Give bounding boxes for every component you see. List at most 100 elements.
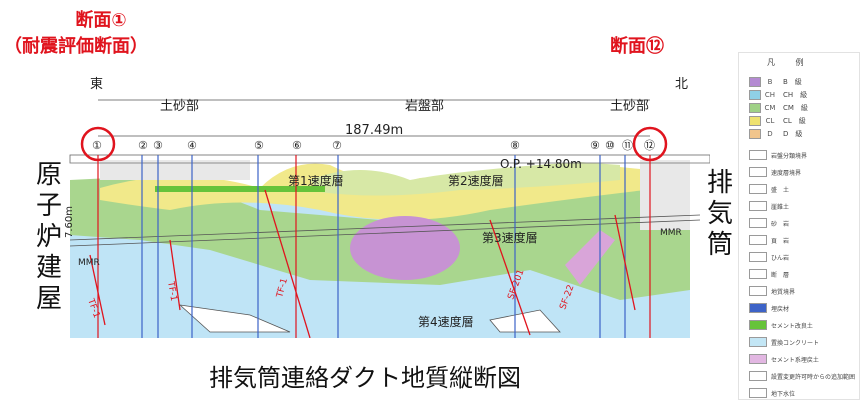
- legend-item-label: 崖錐土: [771, 203, 790, 211]
- legend-swatch: [749, 167, 767, 177]
- mmr-left: MMR: [78, 258, 100, 268]
- op-level: O.P. +14.80m: [500, 157, 582, 171]
- legend-grade-row: CH CH 級: [749, 88, 807, 102]
- legend-item-row: セメント系埋戻土: [749, 352, 819, 366]
- legend-item-row: 置換コンクリート: [749, 335, 819, 349]
- section-12-circle: [632, 126, 668, 162]
- legend-item-row: 崖錐土: [749, 199, 789, 213]
- legend-grade-row: CL CL 級: [749, 114, 806, 128]
- legend-swatch: [749, 252, 767, 262]
- legend-grade-label: D 級: [783, 130, 803, 138]
- layer-1-label: 第1速度層: [288, 173, 344, 188]
- reactor-char-3: 炉: [35, 222, 62, 252]
- legend-title-char-1: 凡: [767, 58, 775, 67]
- legend-item-row: セメント改良土: [749, 318, 813, 332]
- legend-item-label: 速度層境界: [771, 169, 802, 177]
- marker-10: ⑩: [605, 139, 615, 152]
- side-height: 7.60m: [64, 206, 75, 238]
- legend-item-row: 岩盤分類境界: [749, 148, 807, 162]
- seismic-section-callout: （耐震評価断面）: [4, 36, 148, 57]
- stack-label: 排 気 筒: [705, 168, 735, 261]
- legend-grade-label: CL 級: [783, 117, 806, 125]
- marker-4: ④: [187, 139, 197, 152]
- section-1-callout: 断面①: [75, 10, 127, 31]
- marker-7: ⑦: [332, 139, 342, 152]
- total-length: 187.49m: [345, 123, 403, 138]
- legend-item-label: 地下水位: [771, 390, 796, 398]
- legend-item-row: 断 層: [749, 267, 789, 281]
- legend-grade-code: B: [767, 78, 773, 86]
- legend-item-label: 岩盤分類境界: [771, 152, 808, 160]
- section-12-callout: 断面⑫: [610, 36, 664, 57]
- legend-swatch: [749, 218, 767, 228]
- legend-item-row: 速度層境界: [749, 165, 801, 179]
- legend-grade-code: CM: [764, 104, 776, 112]
- legend-swatch: [749, 286, 767, 296]
- legend-item-label: ひん岩: [771, 254, 790, 262]
- reactor-char-1: 原: [35, 160, 62, 190]
- legend-title: 凡 例: [767, 57, 804, 68]
- cement-improved-soil: [155, 186, 325, 192]
- direction-east: 東: [90, 76, 103, 92]
- marker-2: ②: [138, 139, 148, 152]
- fill-soil-left: [100, 160, 250, 180]
- geologic-section-diagram: 東 北 土砂部 岩盤部 土砂部 187.49m O.P. +14.80m ① ②…: [64, 76, 710, 338]
- figure-caption: 排気筒連絡ダクト地質縦断図: [209, 364, 521, 392]
- legend-grade-label: CH 級: [783, 91, 808, 99]
- marker-5: ⑤: [254, 139, 264, 152]
- legend-item-label: セメント改良土: [771, 322, 813, 330]
- marker-8: ⑧: [510, 139, 520, 152]
- legend-swatch: [749, 371, 767, 381]
- legend-swatch: [749, 235, 767, 245]
- marker-12: ⑫: [644, 139, 655, 152]
- legend-item-row: ひん岩: [749, 250, 789, 264]
- layer-2-label: 第2速度層: [448, 173, 504, 188]
- reactor-char-2: 子: [35, 191, 62, 221]
- stack-char-3: 筒: [706, 230, 733, 260]
- legend-grade-code: CL: [765, 117, 775, 125]
- legend-item-label: 地質境界: [771, 288, 796, 296]
- legend-item-label: 設置変更許可時からの追加範囲: [771, 373, 856, 381]
- reactor-building-label: 原 子 炉 建 屋: [34, 160, 64, 315]
- legend-item-row: 地下水位: [749, 386, 795, 400]
- fill-soil-right: [640, 160, 690, 230]
- legend-title-char-2: 例: [795, 58, 804, 67]
- legend-item-row: 設置変更許可時からの追加範囲: [749, 369, 855, 383]
- legend-item-label: 頁 岩: [771, 237, 790, 245]
- legend-swatch: [749, 354, 767, 364]
- legend-swatch: [749, 269, 767, 279]
- legend-swatch: [749, 303, 767, 313]
- legend-swatch: [749, 77, 761, 87]
- legend-swatch: [749, 129, 761, 139]
- mmr-right: MMR: [660, 228, 682, 238]
- reactor-char-5: 屋: [35, 284, 62, 314]
- legend-item-row: 頁 岩: [749, 233, 789, 247]
- cement-backfill-body: [350, 216, 460, 280]
- legend-item-label: 盛 土: [771, 186, 790, 194]
- legend-item-label: 置換コンクリート: [771, 339, 820, 347]
- legend-grade-code: CH: [764, 91, 776, 99]
- legend-swatch: [749, 320, 767, 330]
- legend-item-row: 地質境界: [749, 284, 795, 298]
- legend-item-label: 埋戻材: [771, 305, 790, 313]
- legend-swatch: [749, 388, 767, 398]
- legend-swatch: [749, 90, 761, 100]
- legend-swatch: [749, 103, 761, 113]
- zone-soil-left: 土砂部: [160, 99, 199, 114]
- zone-soil-right: 土砂部: [610, 99, 649, 114]
- marker-9: ⑨: [590, 139, 600, 152]
- legend-item-label: 砂 岩: [771, 220, 790, 228]
- legend-swatch: [749, 201, 767, 211]
- legend-swatch: [749, 150, 767, 160]
- fault-tf1-b: TF-1: [165, 280, 178, 302]
- marker-1: ①: [92, 139, 102, 152]
- cement-backfill-small: [565, 230, 615, 285]
- marker-3: ③: [153, 139, 163, 152]
- legend-grade-code: D: [767, 130, 773, 138]
- legend-grade-label: CM 級: [783, 104, 808, 112]
- direction-north: 北: [675, 77, 688, 92]
- legend-grade-label: B 級: [783, 78, 802, 86]
- legend-item-label: 断 層: [771, 271, 790, 279]
